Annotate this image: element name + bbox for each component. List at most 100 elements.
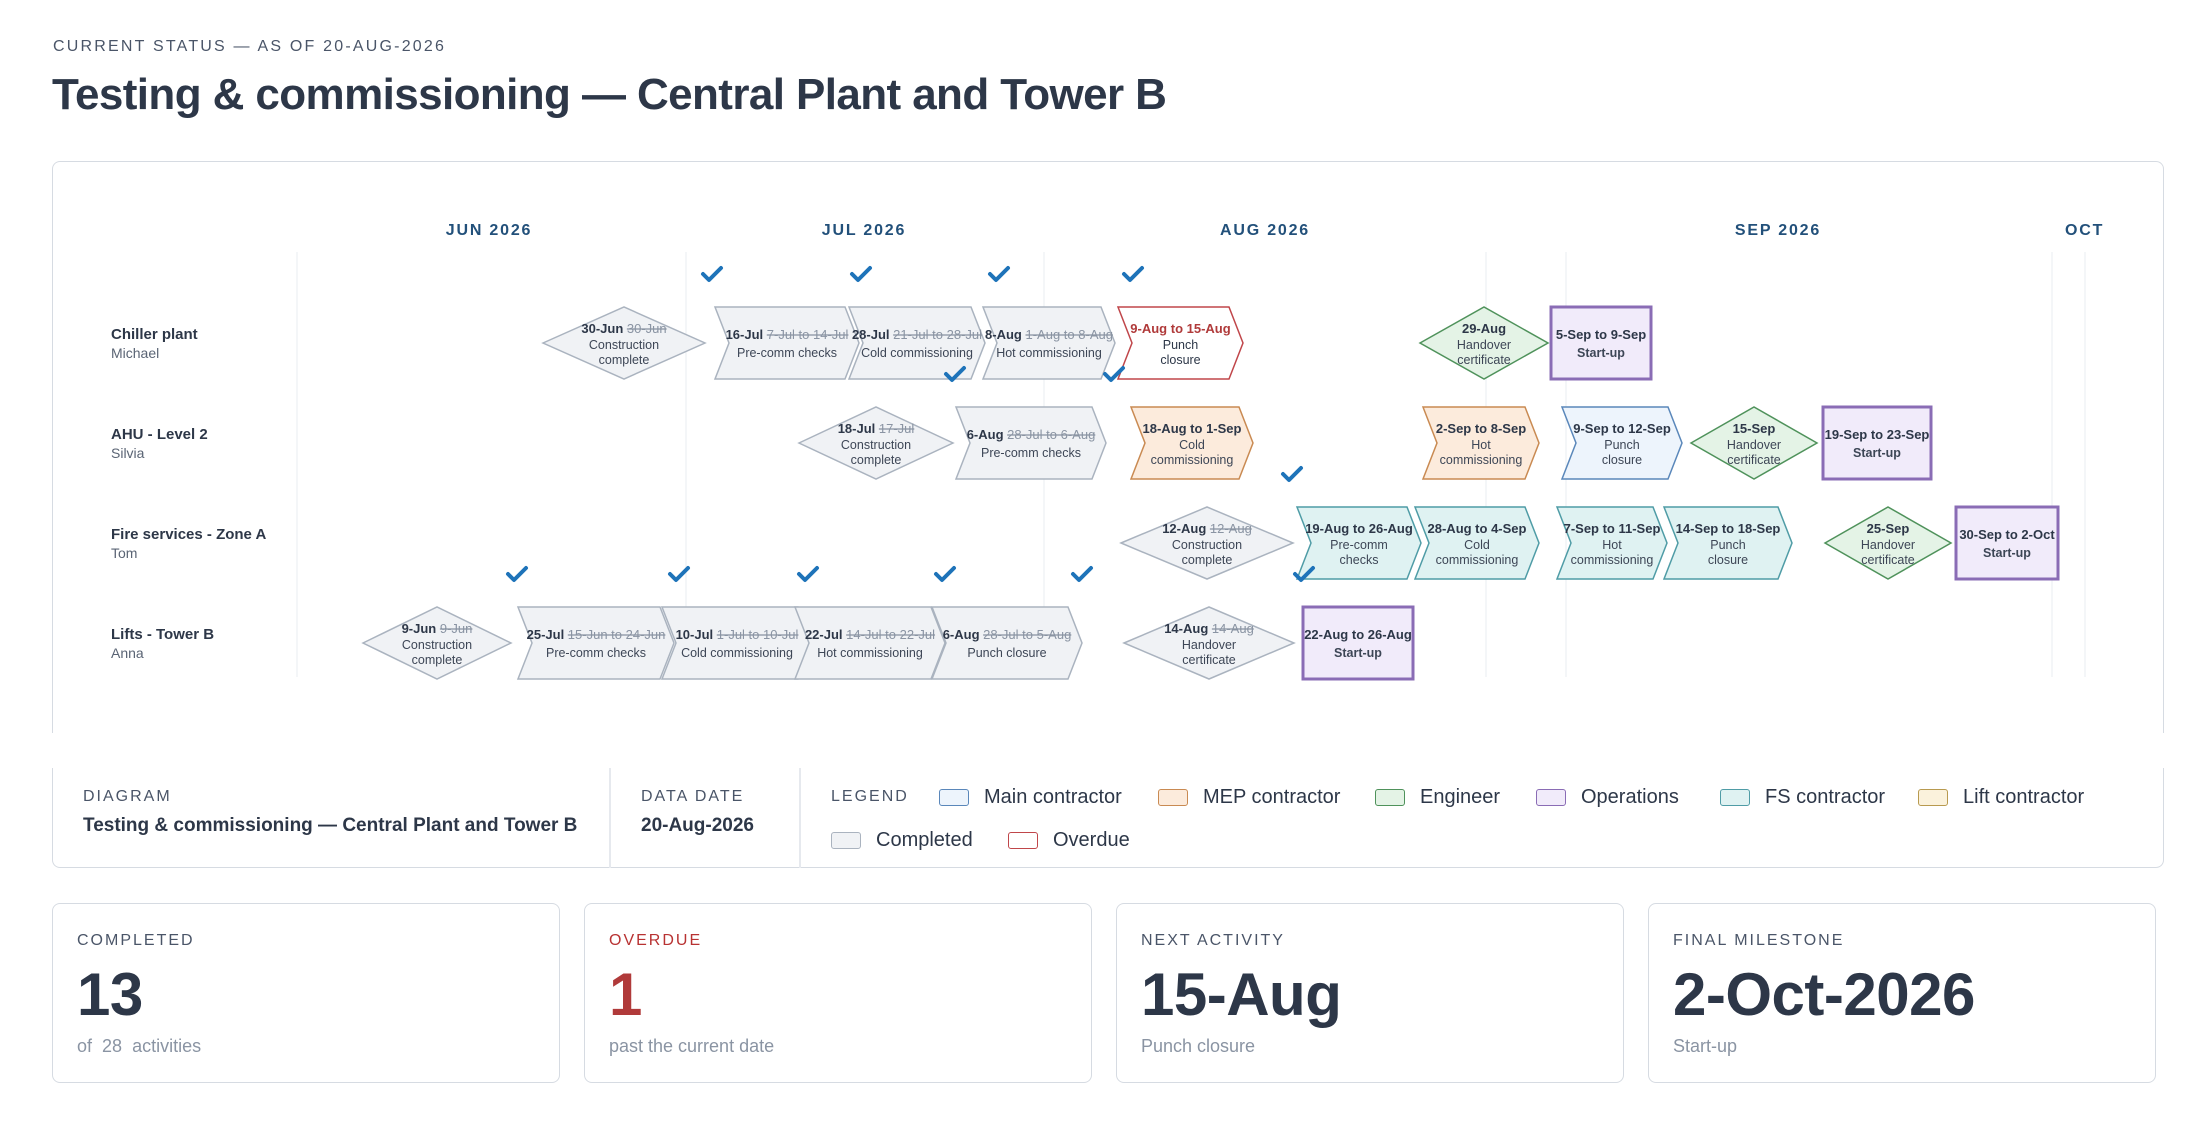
row-label-owner: Michael	[111, 345, 159, 361]
legend-item-overdue: Overdue	[1008, 827, 1130, 853]
item-date-line: 28-Jul 21-Jul to 28-Jul	[852, 327, 982, 342]
item-label-line: Hot	[1471, 438, 1491, 452]
item-date: 14-Sep to 18-Sep	[1676, 521, 1781, 536]
milestone-diamond	[1119, 506, 1295, 580]
legend-label: LEGEND	[831, 788, 909, 805]
activity-bar	[1116, 306, 1244, 380]
stat-card-completed: COMPLETED 13 of 28 activities	[52, 903, 560, 1083]
item-label: Pre-comm checks	[981, 446, 1081, 460]
stat-card-overdue: OVERDUE 1 past the current date	[584, 903, 1092, 1083]
stat-card-final-milestone: FINAL MILESTONE 2-Oct-2026 Start-up	[1648, 903, 2156, 1083]
legend-item-label: Overdue	[1053, 828, 1130, 851]
item-date-line: 16-Jul 7-Jul to 14-Jul	[726, 327, 849, 342]
month-header-label: SEP 2026	[1735, 222, 1821, 239]
diagram-info-bar: DIAGRAM Testing & commissioning — Centra…	[52, 768, 2164, 868]
item-label-line: Handover	[1727, 438, 1781, 452]
legend-item-label: MEP contractor	[1203, 785, 1341, 808]
legend-item-lift-contractor: Lift contractor	[1918, 784, 2084, 810]
stat-value: 13	[77, 961, 143, 1028]
item-label-line: Handover	[1861, 538, 1915, 552]
item-label: Cold commissioning	[861, 346, 973, 360]
completed-check-icon	[1122, 266, 1144, 282]
stat-value: 15-Aug	[1141, 961, 1342, 1028]
milestone-diamond	[1122, 606, 1296, 680]
legend-item-fs-contractor: FS contractor	[1720, 784, 1885, 810]
item-label-line: complete	[1182, 553, 1233, 567]
row-label-name: Lifts - Tower B	[111, 626, 214, 643]
legend-swatch	[1720, 788, 1750, 806]
item-label-line: certificate	[1457, 353, 1511, 367]
item-label: Hot commissioning	[996, 346, 1102, 360]
month-header-label: JUL 2026	[822, 222, 906, 239]
milestone-diamond	[1689, 406, 1819, 480]
item-label-line: commissioning	[1571, 553, 1654, 567]
activity-bar	[954, 406, 1107, 480]
legend-swatch	[1158, 788, 1188, 806]
item-label-line: complete	[851, 453, 902, 467]
legend-item-label: Lift contractor	[1963, 785, 2085, 808]
stat-sub-prefix: of	[77, 1036, 93, 1056]
milestone-diamond	[1418, 306, 1550, 380]
item-date: 7-Sep to 11-Sep	[1564, 521, 1661, 536]
activity-bar	[1421, 406, 1540, 480]
info-divider	[609, 768, 611, 868]
milestone-diamond	[1823, 506, 1953, 580]
activity-bar	[1129, 406, 1254, 480]
completed-check-icon	[701, 266, 723, 282]
item-date-line: 8-Aug 1-Aug to 8-Aug	[985, 327, 1113, 342]
row-label-owner: Tom	[111, 545, 137, 561]
item-date-line: 14-Aug 14-Aug	[1164, 621, 1254, 636]
row-label-name: AHU - Level 2	[111, 426, 208, 443]
item-label-line: commissioning	[1436, 553, 1519, 567]
diagram-label: DIAGRAM	[83, 788, 172, 805]
item-date: 5-Sep to 9-Sep	[1556, 327, 1646, 342]
completed-check-icon	[1103, 366, 1125, 382]
item-label: Pre-comm checks	[737, 346, 837, 360]
month-header-label: OCT	[2065, 222, 2104, 239]
item-date-line: 22-Jul 14-Jul to 22-Jul	[805, 627, 935, 642]
status-eyebrow: CURRENT STATUS — AS OF 20-AUG-2026	[53, 38, 447, 55]
completed-check-icon	[988, 266, 1010, 282]
page-title: Testing & commissioning — Central Plant …	[52, 70, 1167, 119]
completed-check-icon	[797, 566, 819, 582]
stat-subtext: Start-up	[1673, 1036, 1738, 1056]
completed-check-icon	[1071, 566, 1093, 582]
diagram-cell: DIAGRAM Testing & commissioning — Centra…	[53, 768, 609, 868]
row-label-owner: Silvia	[111, 445, 145, 461]
item-label-line: commissioning	[1151, 453, 1234, 467]
item-date-line: 6-Aug 28-Jul to 6-Aug	[967, 427, 1096, 442]
legend-item-mep-contractor: MEP contractor	[1158, 784, 1340, 810]
milestone-diamond	[797, 406, 955, 480]
item-label: Cold commissioning	[681, 646, 793, 660]
item-date-line: 12-Aug 12-Aug	[1162, 521, 1252, 536]
item-label: Pre-comm checks	[546, 646, 646, 660]
completed-check-icon	[850, 266, 872, 282]
legend-item-completed: Completed	[831, 827, 973, 853]
month-header-label: AUG 2026	[1220, 222, 1310, 239]
item-date: 15-Sep	[1733, 421, 1776, 436]
month-header-label: JUN 2026	[446, 222, 532, 239]
item-date-line: 18-Jul 17-Jul	[838, 421, 915, 436]
item-label-line: certificate	[1861, 553, 1915, 567]
activity-bar	[981, 306, 1116, 380]
completed-check-icon	[1281, 466, 1303, 482]
item-date: 18-Aug to 1-Sep	[1143, 421, 1242, 436]
item-label-line: Cold	[1464, 538, 1490, 552]
stat-subtext: of 28 activities	[77, 1036, 201, 1057]
item-label-line: checks	[1340, 553, 1379, 567]
legend-item-label: Engineer	[1420, 785, 1501, 808]
completed-check-icon	[668, 566, 690, 582]
activity-bar	[713, 306, 860, 380]
item-label: Start-up	[1983, 546, 2031, 560]
stat-label: COMPLETED	[77, 932, 195, 949]
completed-check-icon	[1293, 566, 1315, 582]
legend-item-main-contractor: Main contractor	[939, 784, 1122, 810]
activity-bar	[1662, 506, 1793, 580]
legend-swatch	[1008, 831, 1038, 849]
legend-item-label: Completed	[876, 828, 973, 851]
stat-label: FINAL MILESTONE	[1673, 932, 1845, 949]
legend-swatch	[831, 831, 861, 849]
milestone-diamond	[361, 606, 513, 680]
